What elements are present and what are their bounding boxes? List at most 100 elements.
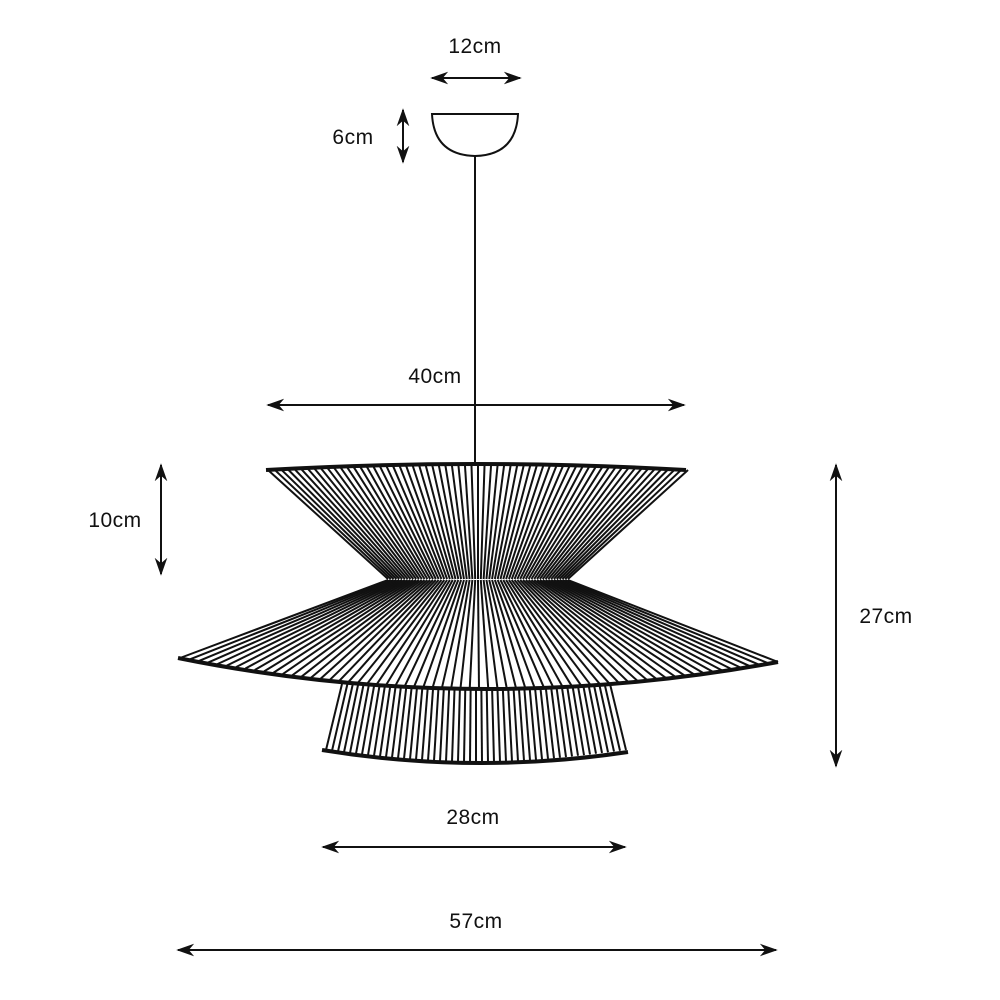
middle-shade-strand	[403, 579, 457, 688]
bottom-shade-strand	[331, 684, 349, 751]
middle-shade-strand	[544, 579, 704, 674]
bottom-shade-strand	[373, 685, 386, 756]
middle-shade-strand	[561, 579, 760, 666]
canopy-width-label: 12cm	[448, 35, 502, 58]
bottom-shade-strand	[560, 685, 573, 757]
top-shade-strand	[372, 465, 434, 580]
middle-shade-strand	[300, 579, 426, 678]
bottom-shade-strand	[501, 687, 507, 762]
top-shade-strand	[365, 465, 432, 580]
middle-shade-strand	[431, 579, 465, 690]
middle-shade-strand	[567, 579, 779, 663]
top-shade-strand	[496, 464, 525, 580]
middle-shade-strand	[338, 579, 437, 682]
bottom-shade-strand	[582, 685, 597, 754]
top-shade-strand	[463, 463, 474, 580]
middle-shade-strand	[421, 579, 463, 689]
bottom-shade-strand	[325, 683, 343, 751]
bottom-shade-strand	[397, 686, 408, 759]
bottom-shade-strand	[379, 685, 392, 757]
shade-strands	[179, 463, 779, 762]
top-shade-strand	[556, 468, 663, 580]
top-shade-strand	[437, 464, 463, 580]
middle-shade-strand	[356, 579, 443, 684]
top-shade-strand	[550, 467, 650, 580]
top-shade-strand	[404, 464, 449, 580]
middle-shade-strand	[291, 579, 423, 677]
top-shade-strand	[391, 464, 443, 580]
bottom-shade-strand	[457, 687, 461, 762]
middle-shade-strand	[366, 579, 446, 685]
top-shade-strand	[482, 463, 493, 580]
bottom-shade-strand	[550, 686, 561, 758]
middle-shade-strand	[482, 579, 499, 691]
bottom-shade-strand	[603, 684, 621, 751]
middle-shade-strand	[272, 579, 417, 674]
top-shade-strand	[300, 467, 403, 580]
middle-shade-strand	[244, 579, 409, 670]
middle-shade-strand	[505, 579, 574, 688]
top-shade-strand	[507, 464, 552, 580]
top-shade-strand	[479, 463, 486, 580]
top-shade-strand	[326, 466, 415, 580]
middle-shade-strand	[510, 579, 592, 687]
total-height-label: 27cm	[859, 605, 913, 628]
bottom-shade-strand	[598, 684, 615, 752]
middle-shade-strand	[542, 579, 695, 676]
middle-shade-strand	[533, 579, 667, 679]
middle-shade-strand	[319, 579, 431, 680]
middle-shade-strand	[539, 579, 686, 677]
middle-shade-strand	[536, 579, 676, 678]
bottom-shade-strand	[528, 687, 537, 760]
top-shade-strand	[493, 464, 519, 580]
bottom-shade-strand	[539, 686, 549, 759]
top-shade-strand	[541, 466, 630, 580]
bottom-shade-strand	[349, 684, 365, 754]
middle-shade-strand	[310, 579, 429, 679]
middle-shade-strand	[440, 579, 468, 690]
middle-shade-strand	[556, 579, 742, 669]
top-shade-strand	[561, 468, 676, 580]
bottom-shade-strand	[480, 687, 483, 762]
top-shade-strand	[522, 465, 584, 580]
top-shade-strand	[359, 465, 429, 580]
top-shade-strand	[547, 467, 643, 580]
middle-shade-strand	[328, 579, 434, 681]
top-shade-strand	[470, 463, 477, 580]
top-shade-strand	[352, 465, 426, 580]
bottom-shade-strand	[409, 686, 419, 760]
top-shade-strand	[286, 468, 398, 580]
middle-shade-strand	[179, 579, 389, 659]
middle-shade-strand	[485, 579, 509, 691]
top-shade-strand	[564, 468, 683, 580]
middle-shade-strand	[226, 579, 403, 667]
bottom-shade-strand	[427, 687, 435, 761]
bottom-shade-strand	[512, 687, 519, 761]
top-shade-strand	[431, 464, 460, 580]
bottom-shade-strand	[385, 686, 397, 758]
top-shade-strand	[524, 465, 591, 580]
bottom-shade-strand	[421, 687, 429, 761]
bottom-shade-strand	[439, 687, 445, 762]
top-shade-strand	[267, 469, 389, 580]
middle-shade-strand	[564, 579, 770, 665]
middle-shade-strand	[513, 579, 602, 686]
top-shade-rim	[265, 462, 687, 472]
bottom-shade-strand	[576, 685, 591, 755]
bottom-shade-strand	[485, 687, 489, 762]
middle-shade-strand	[550, 579, 723, 672]
top-shade-strand	[319, 467, 412, 580]
bottom-shade-strand	[445, 687, 451, 762]
top-shade-strand	[280, 468, 395, 580]
top-shade-strand	[491, 464, 512, 580]
bottom-shade-strand	[361, 685, 376, 755]
middle-shade-strand	[553, 579, 732, 670]
middle-shade-strand	[188, 579, 392, 661]
middle-shade-strand	[559, 579, 751, 668]
bottom-shade-strand	[517, 687, 525, 761]
top-shade-strand	[488, 463, 506, 580]
bottom-shade-strand	[343, 684, 360, 753]
bottom-shade-strand	[463, 687, 467, 762]
top-shade-strand	[502, 464, 539, 580]
